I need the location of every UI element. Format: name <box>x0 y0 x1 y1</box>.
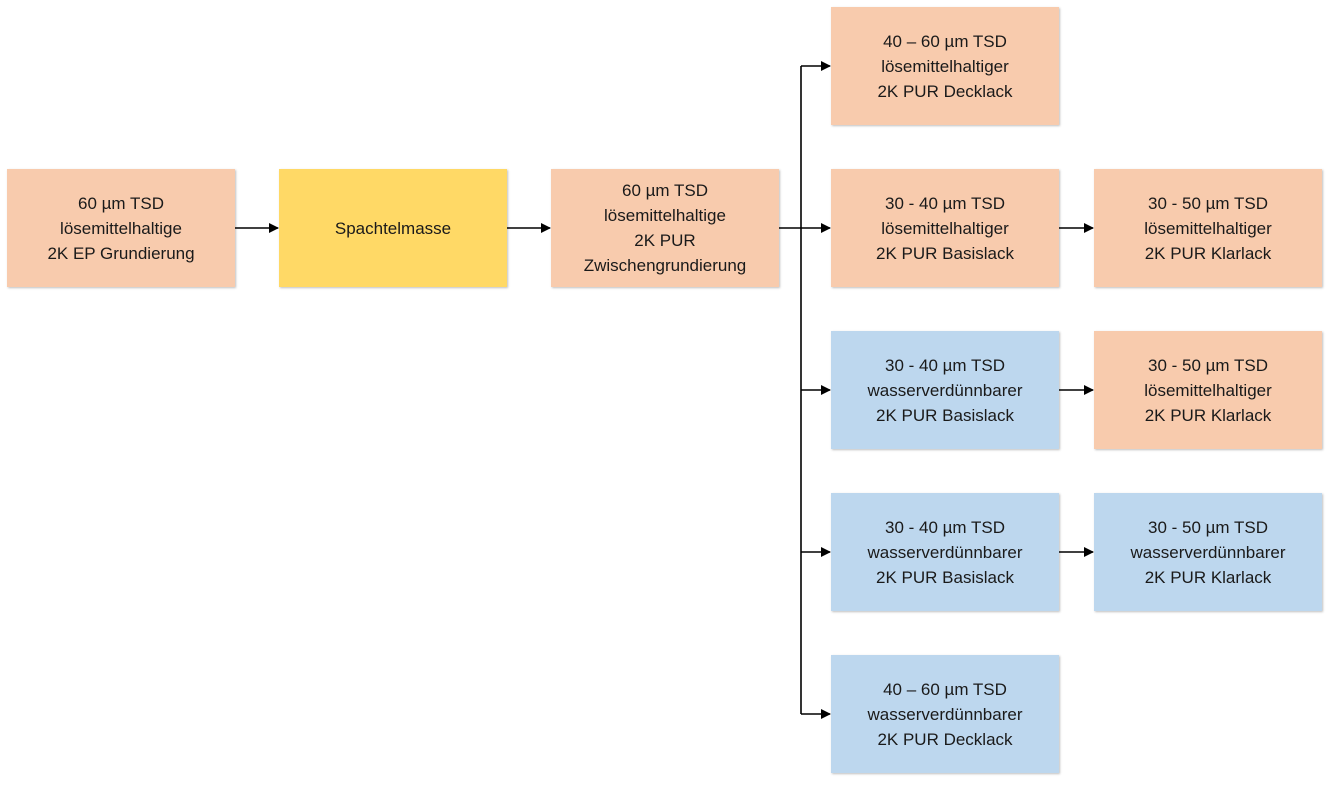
step-box-solvent-topcoat: 40 – 60 µm TSD lösemittelhaltiger 2K PUR… <box>831 7 1059 125</box>
step-label: 30 - 40 µm TSD lösemittelhaltiger 2K PUR… <box>876 193 1014 263</box>
step-box-filler: Spachtelmasse <box>279 169 507 287</box>
step-box-ep-primer: 60 µm TSD lösemittelhaltige 2K EP Grundi… <box>7 169 235 287</box>
step-box-water-clearcoat: 30 - 50 µm TSD wasserverdünnbarer 2K PUR… <box>1094 493 1322 611</box>
step-label: 30 - 50 µm TSD wasserverdünnbarer 2K PUR… <box>1130 517 1286 587</box>
step-label: 40 – 60 µm TSD wasserverdünnbarer 2K PUR… <box>867 679 1023 749</box>
step-box-water-basecoat: 30 - 40 µm TSD wasserverdünnbarer 2K PUR… <box>831 331 1059 449</box>
step-label: 40 – 60 µm TSD lösemittelhaltiger 2K PUR… <box>877 31 1013 101</box>
step-box-solvent-clearcoat: 30 - 50 µm TSD lösemittelhaltiger 2K PUR… <box>1094 331 1322 449</box>
step-label: 30 - 50 µm TSD lösemittelhaltiger 2K PUR… <box>1144 193 1272 263</box>
step-label: Spachtelmasse <box>334 218 452 238</box>
step-box-solvent-basecoat: 30 - 40 µm TSD lösemittelhaltiger 2K PUR… <box>831 169 1059 287</box>
step-label: 60 µm TSD lösemittelhaltige 2K PUR Zwisc… <box>583 181 747 275</box>
step-label: 30 - 50 µm TSD lösemittelhaltiger 2K PUR… <box>1144 355 1272 425</box>
step-box-intermediate-primer: 60 µm TSD lösemittelhaltige 2K PUR Zwisc… <box>551 169 779 287</box>
step-box-water-topcoat: 40 – 60 µm TSD wasserverdünnbarer 2K PUR… <box>831 655 1059 773</box>
step-label: 60 µm TSD lösemittelhaltige 2K EP Grundi… <box>47 193 195 263</box>
step-label: 30 - 40 µm TSD wasserverdünnbarer 2K PUR… <box>867 517 1023 587</box>
step-box-water-basecoat: 30 - 40 µm TSD wasserverdünnbarer 2K PUR… <box>831 493 1059 611</box>
step-box-solvent-clearcoat: 30 - 50 µm TSD lösemittelhaltiger 2K PUR… <box>1094 169 1322 287</box>
step-label: 30 - 40 µm TSD wasserverdünnbarer 2K PUR… <box>867 355 1023 425</box>
